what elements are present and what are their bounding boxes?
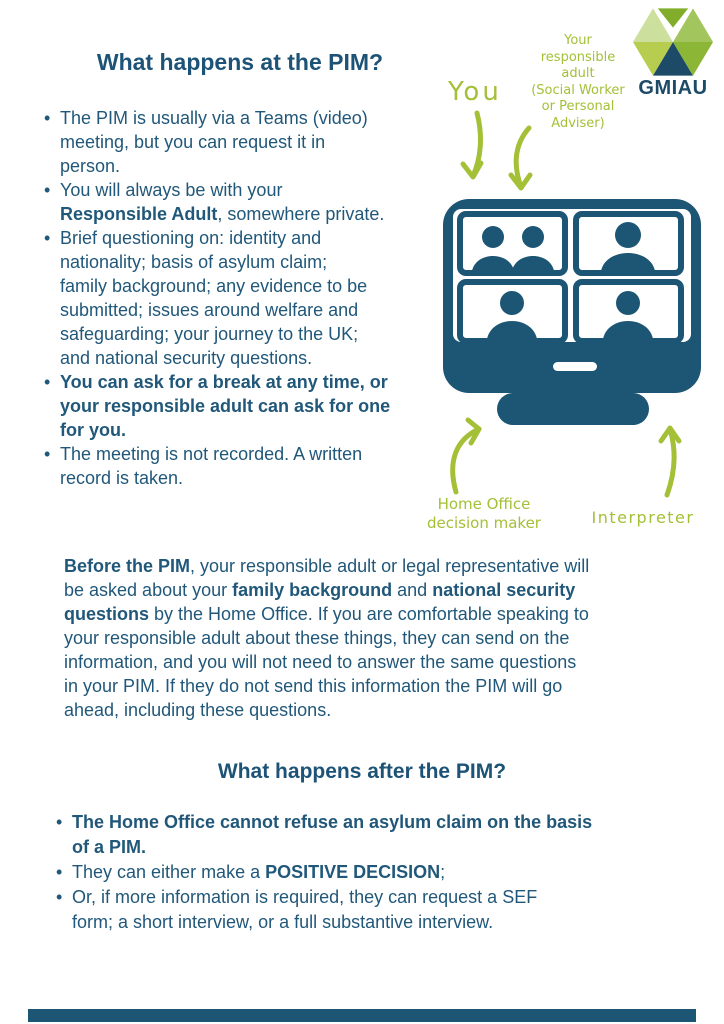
logo-triangle	[673, 42, 713, 76]
person-icon	[615, 222, 641, 248]
bullet-item: • They can either make a POSITIVE DECISIO…	[56, 860, 686, 885]
bold-text-segment: You can ask for a break at any time, or …	[60, 372, 391, 440]
logo-triangle	[633, 8, 673, 42]
bullet-text: You will always be with your Responsible…	[60, 178, 384, 226]
text-segment: Brief questioning on: identity and natio…	[60, 228, 368, 368]
bullet-text: You can ask for a break at any time, or …	[60, 370, 390, 442]
text-segment: and	[392, 580, 433, 600]
bullet-text: The Home Office cannot refuse an asylum …	[72, 810, 592, 860]
text-segment: The PIM is usually via a Teams (video) m…	[60, 108, 368, 176]
person-icon	[601, 253, 655, 271]
bullet-dot: •	[56, 812, 63, 832]
video-call-monitor-illustration	[443, 199, 701, 425]
person-icon	[472, 256, 514, 271]
label-line: or Personal	[541, 99, 615, 114]
you-arrowhead	[460, 160, 484, 180]
footer-bar	[28, 1009, 696, 1022]
bullet-dot: •	[44, 372, 51, 392]
label-line: Home Office	[437, 495, 531, 513]
label-line: decision maker	[427, 514, 541, 532]
text-segment: The meeting is not recorded. A written r…	[60, 444, 363, 488]
text-segment: , somewhere private.	[217, 204, 385, 224]
home-office-arrow	[450, 426, 482, 495]
person-icon	[616, 291, 640, 315]
logo-triangle	[633, 42, 673, 76]
bullet-text: They can either make a POSITIVE DECISION…	[72, 860, 445, 885]
bold-text-segment: family background	[232, 580, 393, 600]
text-segment: They can either make a	[72, 862, 266, 882]
bold-text-segment: The Home Office cannot refuse an asylum …	[72, 812, 593, 857]
person-icon	[482, 226, 504, 248]
gmiau-logo: GMIAU	[626, 8, 720, 100]
person-icon	[500, 291, 524, 315]
logo-triangle	[657, 8, 689, 28]
bullet-text: The meeting is not recorded. A written r…	[60, 442, 362, 490]
logo-triangle	[653, 42, 693, 76]
bold-text-segment: Responsible Adult	[60, 204, 218, 224]
interpreter-arrowhead	[658, 425, 682, 444]
person-icon	[522, 226, 544, 248]
label-line: (Social Worker	[531, 82, 625, 98]
label-line: Your	[564, 33, 592, 48]
label-line: Adviser)	[551, 115, 605, 131]
interpreter-arrow	[664, 426, 677, 498]
before-pim-paragraph: Before the PIM, your responsible adult o…	[64, 554, 674, 722]
home-office-arrowhead	[465, 417, 482, 446]
person-icon	[487, 321, 537, 339]
bullet-item: • Or, if more information is required, th…	[56, 885, 686, 935]
bold-text-segment: Before the PIM	[64, 556, 191, 576]
heading-after-pim: What happens after the PIM?	[217, 760, 507, 783]
bullet-item: • The PIM is usually via a Teams (video) …	[44, 106, 464, 178]
bullet-dot: •	[44, 228, 51, 248]
bullet-text: Or, if more information is required, the…	[72, 885, 537, 935]
bullet-dot: •	[56, 887, 63, 907]
bullet-item: • The meeting is not recorded. A written …	[44, 442, 464, 490]
monitor-bezel-dash	[553, 362, 597, 371]
after-pim-bullet-list: • The Home Office cannot refuse an asylum…	[56, 810, 686, 935]
pim-bullet-list: • The PIM is usually via a Teams (video) …	[44, 106, 464, 490]
bold-text-segment: national security questions	[64, 580, 576, 624]
person-icon	[603, 321, 653, 339]
bullet-item: • You will always be with your Responsibl…	[44, 178, 464, 226]
gmiau-logo-text: GMIAU	[638, 77, 708, 99]
monitor-stand	[497, 393, 649, 425]
logo-triangle	[673, 8, 713, 42]
text-segment: , your responsible adult or legal repres…	[64, 556, 590, 600]
label-interpreter: Interpreter	[591, 508, 695, 527]
annotation-arrows	[450, 110, 682, 498]
text-segment: You will always be with your	[60, 180, 283, 200]
bold-text-segment: POSITIVE DECISION	[265, 862, 441, 882]
label-line: responsible	[540, 49, 616, 65]
heading-at-pim: What happens at the PIM?	[96, 49, 384, 75]
bullet-dot: •	[44, 444, 51, 464]
bullet-dot: •	[56, 862, 63, 882]
bullet-text: The PIM is usually via a Teams (video) m…	[60, 106, 368, 178]
bullet-text: Brief questioning on: identity and natio…	[60, 226, 367, 370]
bullet-item: • The Home Office cannot refuse an asylum…	[56, 810, 686, 860]
bullet-dot: •	[44, 108, 51, 128]
person-icon	[512, 256, 554, 271]
text-segment: Or, if more information is required, the…	[72, 887, 538, 932]
gmiau-logo-icon	[633, 8, 713, 76]
bullet-item: • Brief questioning on: identity and nati…	[44, 226, 464, 370]
label-you: You	[448, 77, 502, 107]
text-segment: ;	[440, 862, 446, 882]
text-segment: by the Home Office. If you are comfortab…	[64, 604, 589, 720]
bullet-dot: •	[44, 180, 51, 200]
bullet-item: • You can ask for a break at any time, or…	[44, 370, 464, 442]
responsible-adult-arrowhead	[508, 172, 533, 191]
participants	[472, 222, 655, 339]
label-line: adult	[561, 66, 595, 81]
